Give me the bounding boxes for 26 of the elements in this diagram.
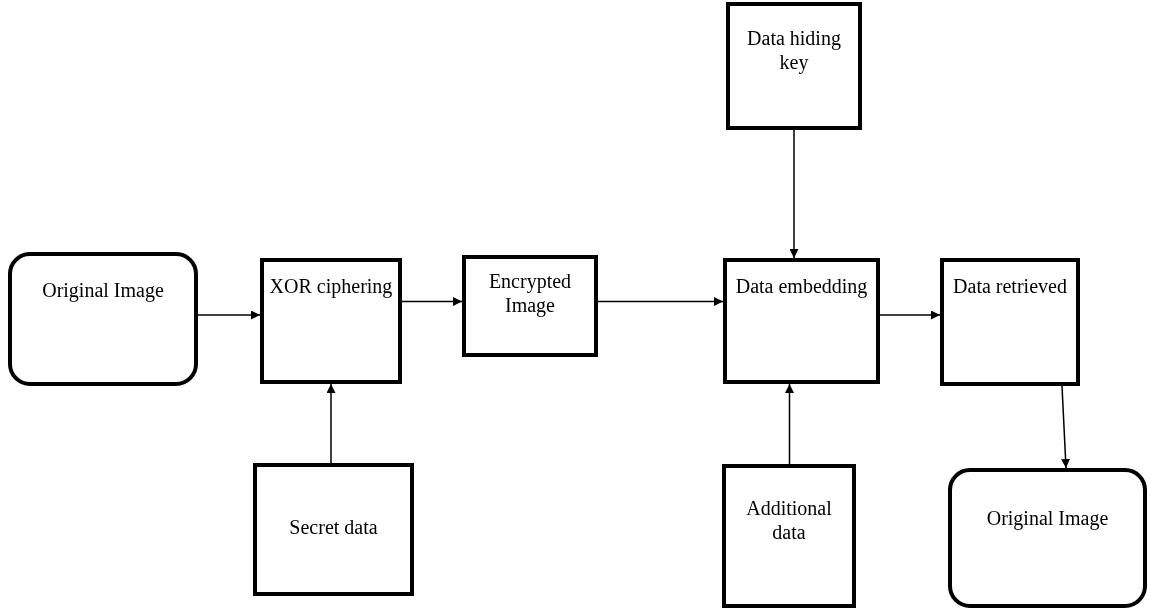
node-label: Original Image (41, 278, 165, 302)
node-label: Data hiding key (746, 26, 842, 74)
node-label: Data embedding (734, 274, 869, 298)
terminal-box (8, 252, 198, 386)
process-box (722, 464, 856, 608)
terminal-box (948, 468, 1147, 608)
node-label: Secret data (288, 515, 379, 539)
node-label: Additional data (745, 496, 833, 544)
process-box (253, 463, 414, 596)
arrow (326, 383, 336, 464)
arrow (785, 383, 794, 465)
arrow (197, 310, 261, 320)
node-label: Data retrieved (952, 274, 1068, 298)
process-box (462, 255, 598, 357)
node-label: XOR ciphering (268, 274, 394, 298)
process-box (723, 258, 880, 384)
arrow (879, 310, 941, 320)
node-label: Encrypted Image (487, 269, 573, 317)
arrow (401, 297, 463, 306)
process-box (940, 258, 1080, 386)
arrow (597, 297, 724, 306)
process-box (726, 2, 862, 130)
node-label: Original Image (985, 506, 1110, 530)
arrow (789, 129, 799, 259)
process-box (260, 258, 402, 384)
arrow (1061, 385, 1071, 469)
